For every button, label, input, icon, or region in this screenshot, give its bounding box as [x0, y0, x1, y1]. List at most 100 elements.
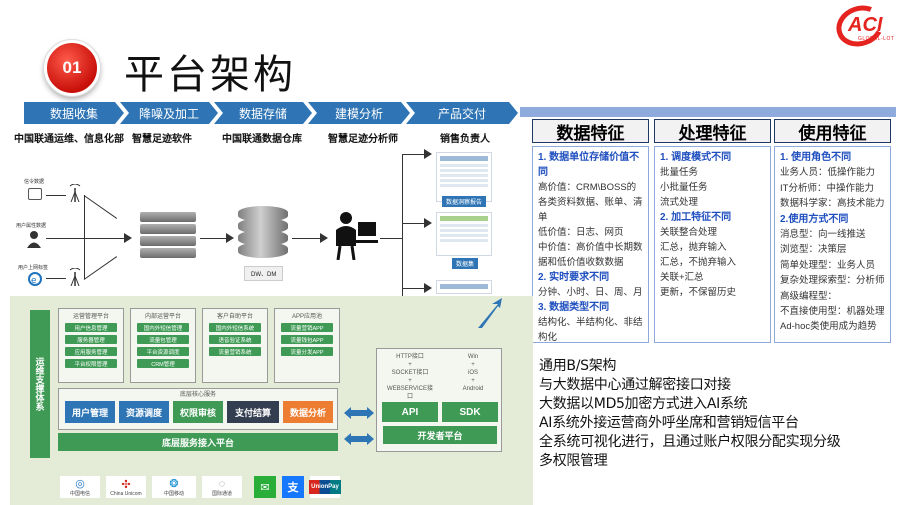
- unionpay-logo: UnionPay: [309, 476, 341, 498]
- feature-line: IT分析师：中操作能力: [780, 182, 874, 194]
- feature-line: 更新，不保留历史: [660, 287, 737, 298]
- report-thumbnail: [436, 280, 492, 294]
- analyst-workstation-icon: [332, 210, 378, 261]
- feature-line: 汇总，抛弃输入: [660, 242, 727, 253]
- platform-item: 服务器管理: [65, 335, 117, 344]
- platform-item: 国内外短信系统: [209, 323, 261, 332]
- core-resource-sched: 资源调度: [119, 401, 169, 423]
- section-number-badge: 01: [43, 39, 101, 97]
- double-arrow-icon: [344, 433, 374, 445]
- arrow-right-icon: [424, 218, 432, 228]
- wechat-logo: ✉: [254, 476, 276, 498]
- core-payment: 支付结算: [227, 401, 279, 423]
- antenna-icon: [68, 267, 82, 287]
- feature-line: 结构化、半结构化、非结构化: [538, 317, 643, 343]
- aci-logo: ACI GLOBAL-LOT: [830, 0, 902, 54]
- source-label-signaling: 信令数据: [24, 179, 45, 185]
- sdk-block: SDK: [442, 402, 498, 422]
- platform-item: 平台资源调度: [137, 347, 189, 356]
- source-label-web-tag: 用户上网标签: [18, 265, 49, 271]
- note-line: 全系统可视化进行，且通过账户权限分配实现分级: [539, 434, 841, 450]
- feature-line: 关联整合处理: [660, 227, 718, 238]
- feature-column-usage: 使用特征 1. 使用角色不同 业务人员：低操作能力 IT分析师：中操作能力 数据…: [774, 119, 891, 345]
- feature-column-data: 数据特征 1. 数据单位存储价值不同 高价值：CRM\BOSS的各类资料数据、账…: [532, 119, 649, 345]
- ops-support-label: 运维支撑体系: [30, 310, 50, 458]
- core-user-mgmt: 用户管理: [65, 401, 115, 423]
- owner-delivery: 销售负责人: [440, 134, 490, 145]
- platform-self-service: 客户自助平台 国内外短信系统 语音验证系统 流量营销系统: [202, 308, 268, 383]
- feature-column-title: 使用特征: [774, 119, 891, 143]
- platform-item: 流量钱包APP: [281, 335, 333, 344]
- dataset-thumbnail: [436, 212, 492, 256]
- feature-column-title: 处理特征: [654, 119, 771, 143]
- double-arrow-icon: [344, 407, 374, 419]
- architecture-diagram: 运维支撑体系 运营管理平台 用户信息管理 服务器管理 应用服务管理 平台权限管理…: [10, 296, 533, 505]
- feature-line: 数据科学家：高技术能力: [780, 198, 885, 210]
- china-telecom-logo: ◎中国电信: [60, 476, 100, 498]
- process-step-denoise: 降噪及加工: [120, 102, 218, 124]
- feature-column-title: 数据特征: [532, 119, 649, 143]
- process-step-modeling: 建模分析: [308, 102, 410, 124]
- svg-text:e: e: [31, 276, 37, 286]
- user-icon: [26, 230, 42, 248]
- feature-heading: 1. 数据单位存储价值不同: [538, 152, 640, 178]
- feature-heading: 1. 使用角色不同: [780, 152, 852, 163]
- feature-line: 复杂处理探索型：分析师: [780, 275, 885, 287]
- feature-line: 关联+汇总: [660, 272, 704, 283]
- architecture-notes: 通用B/S架构 与大数据中心通过解密接口对接 大数据以MD5加密方式进入AI系统…: [539, 357, 841, 471]
- platform-item: 平台权限管理: [65, 359, 117, 368]
- owner-modeling: 智慧足迹分析师: [328, 134, 398, 145]
- feature-line: 分钟、小时、日、周、月: [538, 287, 643, 298]
- platform-item: 语音验证系统: [209, 335, 261, 344]
- core-services: 底层核心服务 用户管理 资源调度 权限审核 支付结算 数据分析: [58, 388, 338, 430]
- feature-line: 中价值：高价值中长期数据和低价值收数数据: [538, 242, 643, 268]
- phone-icon: [28, 188, 42, 200]
- platform-internal-ops: 内部运营平台 国内外短信管理 流量包管理 平台资源调度 CRM管理: [130, 308, 196, 383]
- feature-line: 浏览型：决策层: [780, 244, 847, 256]
- note-line: 大数据以MD5加密方式进入AI系统: [539, 396, 748, 412]
- feature-line: 批量任务: [660, 167, 699, 178]
- note-line: 通用B/S架构: [539, 358, 617, 374]
- alipay-logo: 支: [282, 476, 304, 498]
- core-data-analysis: 数据分析: [283, 401, 333, 423]
- platform-item: 国内外短信管理: [137, 323, 189, 332]
- feature-heading: 3. 数据类型不同: [538, 302, 610, 313]
- feature-column-processing: 处理特征 1. 调度模式不同 批量任务 小批量任务 流式处理 2. 加工特征不同…: [654, 119, 771, 345]
- platform-item: 流量包管理: [137, 335, 189, 344]
- platform-item: 应用服务管理: [65, 347, 117, 356]
- platform-item: 用户信息管理: [65, 323, 117, 332]
- up-arrow-icon: [478, 298, 502, 328]
- report-label: 数据洞察报告: [442, 196, 487, 207]
- dataset-label: 数据集: [452, 258, 479, 269]
- api-block: API: [382, 402, 438, 422]
- feature-line: 低价值：日志、网页: [538, 227, 624, 238]
- note-line: 与大数据中心通过解密接口对接: [539, 377, 731, 393]
- browser-icon: e: [28, 272, 42, 286]
- developer-platform: 开发者平台: [383, 426, 497, 444]
- feature-heading: 2. 加工特征不同: [660, 212, 732, 223]
- owner-storage: 中国联通数据仓库: [222, 134, 302, 145]
- antenna-icon: [68, 183, 82, 203]
- platform-item: 流量分发APP: [281, 347, 333, 356]
- arrow-right-icon: [124, 233, 132, 243]
- core-permission-audit: 权限审核: [173, 401, 223, 423]
- feature-heading: 1. 调度模式不同: [660, 152, 732, 163]
- note-line: 多权限管理: [539, 453, 608, 469]
- feature-column-body: 1. 数据单位存储价值不同 高价值：CRM\BOSS的各类资料数据、账单、清单 …: [532, 146, 649, 343]
- platform-item: 流量营销系统: [209, 347, 261, 356]
- note-line: AI系统外接运营商外呼坐席和营销短信平台: [539, 415, 799, 431]
- feature-heading: 2. 实时要求不同: [538, 272, 610, 283]
- server-icon: [140, 212, 196, 258]
- feature-line: 高价值：CRM\BOSS的各类资料数据、账单、清单: [538, 182, 643, 223]
- process-step-delivery: 产品交付: [406, 102, 518, 124]
- flow-diagram: 信令数据 用户属性数据 用户上网标签 e DW、DM: [0, 148, 520, 296]
- feature-column-body: 1. 使用角色不同 业务人员：低操作能力 IT分析师：中操作能力 数据科学家：高…: [774, 146, 891, 343]
- page-title: 平台架构: [124, 52, 296, 98]
- feature-column-body: 1. 调度模式不同 批量任务 小批量任务 流式处理 2. 加工特征不同 关联整合…: [654, 146, 771, 343]
- platform-item: CRM管理: [137, 359, 189, 368]
- platform-item: 流量营销APP: [281, 323, 333, 332]
- feature-heading: 2.使用方式不同: [780, 213, 849, 225]
- china-mobile-logo: ❂中国移动: [152, 476, 196, 498]
- feature-line: 高级编程型：: [780, 290, 838, 302]
- owner-denoise: 智慧足迹软件: [132, 134, 192, 145]
